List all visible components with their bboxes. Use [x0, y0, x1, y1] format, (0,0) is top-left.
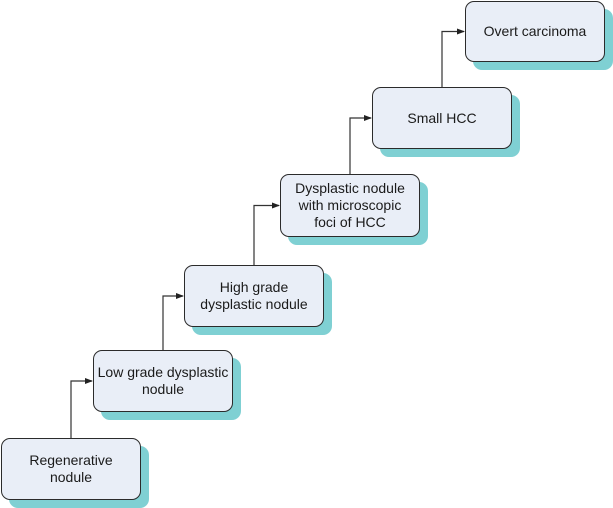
connector-arrow — [253, 202, 280, 265]
connector-arrow — [70, 378, 93, 438]
step-small-hcc: Small HCC — [372, 87, 512, 149]
connector-arrow — [162, 293, 184, 350]
step-overt-carcinoma: Overt carcinoma — [465, 1, 605, 62]
connector-arrow — [441, 28, 465, 87]
step-low-grade-dysplastic-nodule: Low grade dysplastic nodule — [93, 350, 233, 412]
step-high-grade-dysplastic-nodule: High grade dysplastic nodule — [184, 265, 324, 327]
connector-arrow — [349, 115, 372, 174]
step-dysplastic-nodule-with-foci: Dysplastic nodule with microscopic foci … — [280, 174, 420, 237]
step-regenerative-nodule: Regenerative nodule — [1, 438, 141, 500]
